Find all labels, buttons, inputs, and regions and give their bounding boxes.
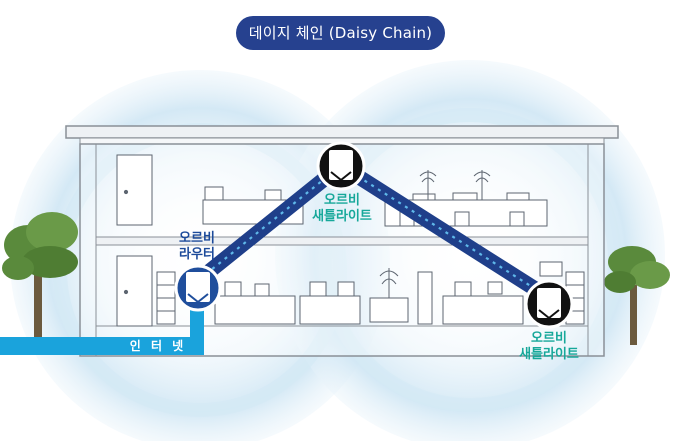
roof-cornice bbox=[65, 125, 619, 139]
internet-label: 인 터 넷 bbox=[129, 339, 187, 353]
router-label-line2: 라우터 bbox=[179, 247, 215, 262]
water-cooler bbox=[417, 271, 433, 325]
orbi-router-icon bbox=[174, 264, 222, 312]
lower-desk-right bbox=[442, 295, 524, 325]
lower-desk-center bbox=[299, 295, 361, 325]
orbi-satellite-lower-icon bbox=[524, 279, 574, 329]
lower-door bbox=[116, 255, 153, 327]
wireless-links bbox=[198, 164, 548, 300]
satellite-lower-label: 오르비 새틀라이트 bbox=[511, 331, 587, 363]
sofa bbox=[369, 297, 409, 323]
diagram-title: 데이지 체인 (Daisy Chain) bbox=[236, 16, 445, 50]
lower-desk-left bbox=[214, 295, 296, 325]
satellite-lower-label-line1: 오르비 bbox=[531, 331, 567, 346]
satellite-upper-label-line1: 오르비 bbox=[324, 193, 360, 208]
satellite-upper-label-line2: 새틀라이트 bbox=[312, 209, 372, 224]
internet-cable bbox=[0, 298, 204, 355]
upper-door bbox=[116, 154, 153, 226]
satellite-upper-label: 오르비 새틀라이트 bbox=[304, 193, 380, 225]
lower-floor-office bbox=[116, 255, 585, 327]
orbi-satellite-upper-icon bbox=[316, 141, 366, 191]
satellite-lower-label-line2: 새틀라이트 bbox=[519, 347, 579, 362]
tree-left bbox=[2, 212, 78, 340]
upper-floor-office bbox=[116, 154, 548, 227]
tree-right bbox=[604, 246, 670, 345]
router-label: 오르비 라우터 bbox=[168, 231, 226, 263]
floor-slab bbox=[95, 236, 589, 246]
router-label-line1: 오르비 bbox=[179, 231, 215, 246]
